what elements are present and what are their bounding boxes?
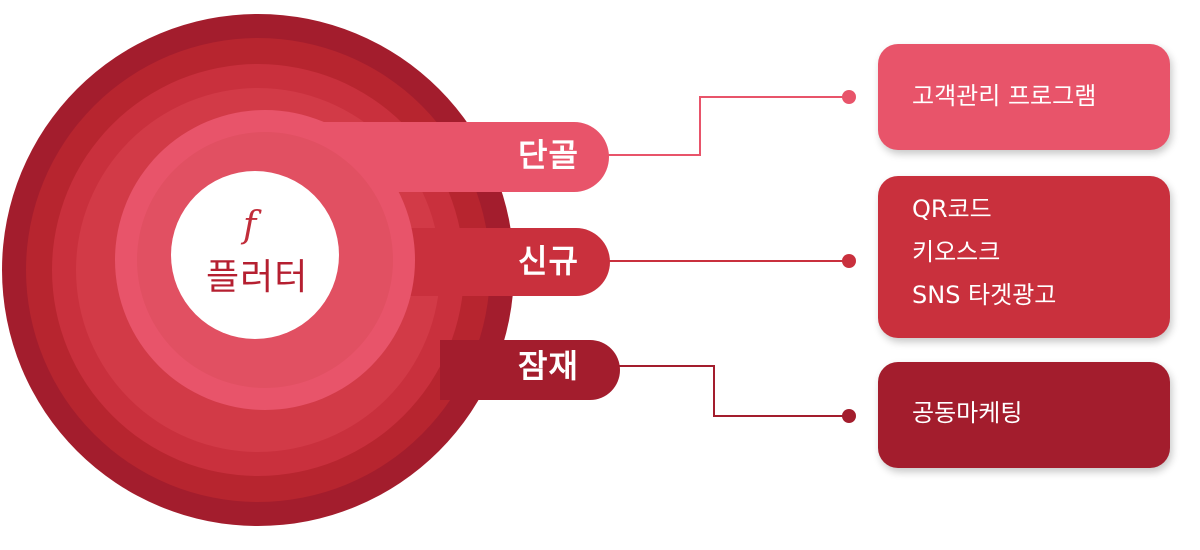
band-potential — [440, 340, 620, 400]
center-label: 플러터 — [206, 257, 309, 298]
box-potential-line: 공동마케팅 — [912, 399, 1023, 427]
segment-label-potential: 잠재 — [518, 347, 579, 385]
center-circle — [171, 171, 339, 339]
band-new — [380, 228, 610, 296]
box-new-line: QR코드 — [912, 195, 992, 223]
segment-label-regular: 단골 — [518, 136, 579, 174]
box-new-line: SNS 타겟광고 — [912, 281, 1057, 309]
connector-potential — [608, 365, 845, 417]
segment-label-new: 신규 — [518, 242, 579, 280]
box-new: QR코드 키오스크 SNS 타겟광고 — [878, 176, 1170, 338]
connector-regular-dot — [842, 90, 856, 104]
flutter-logo-icon: f — [243, 205, 257, 246]
connector-new-dot — [842, 254, 856, 268]
box-regular: 고객관리 프로그램 — [878, 44, 1170, 150]
connector-regular — [608, 96, 845, 156]
box-new-line: 키오스크 — [912, 238, 1001, 266]
connector-potential-dot — [842, 409, 856, 423]
box-potential: 공동마케팅 — [878, 362, 1170, 468]
box-regular-line: 고객관리 프로그램 — [912, 82, 1097, 110]
